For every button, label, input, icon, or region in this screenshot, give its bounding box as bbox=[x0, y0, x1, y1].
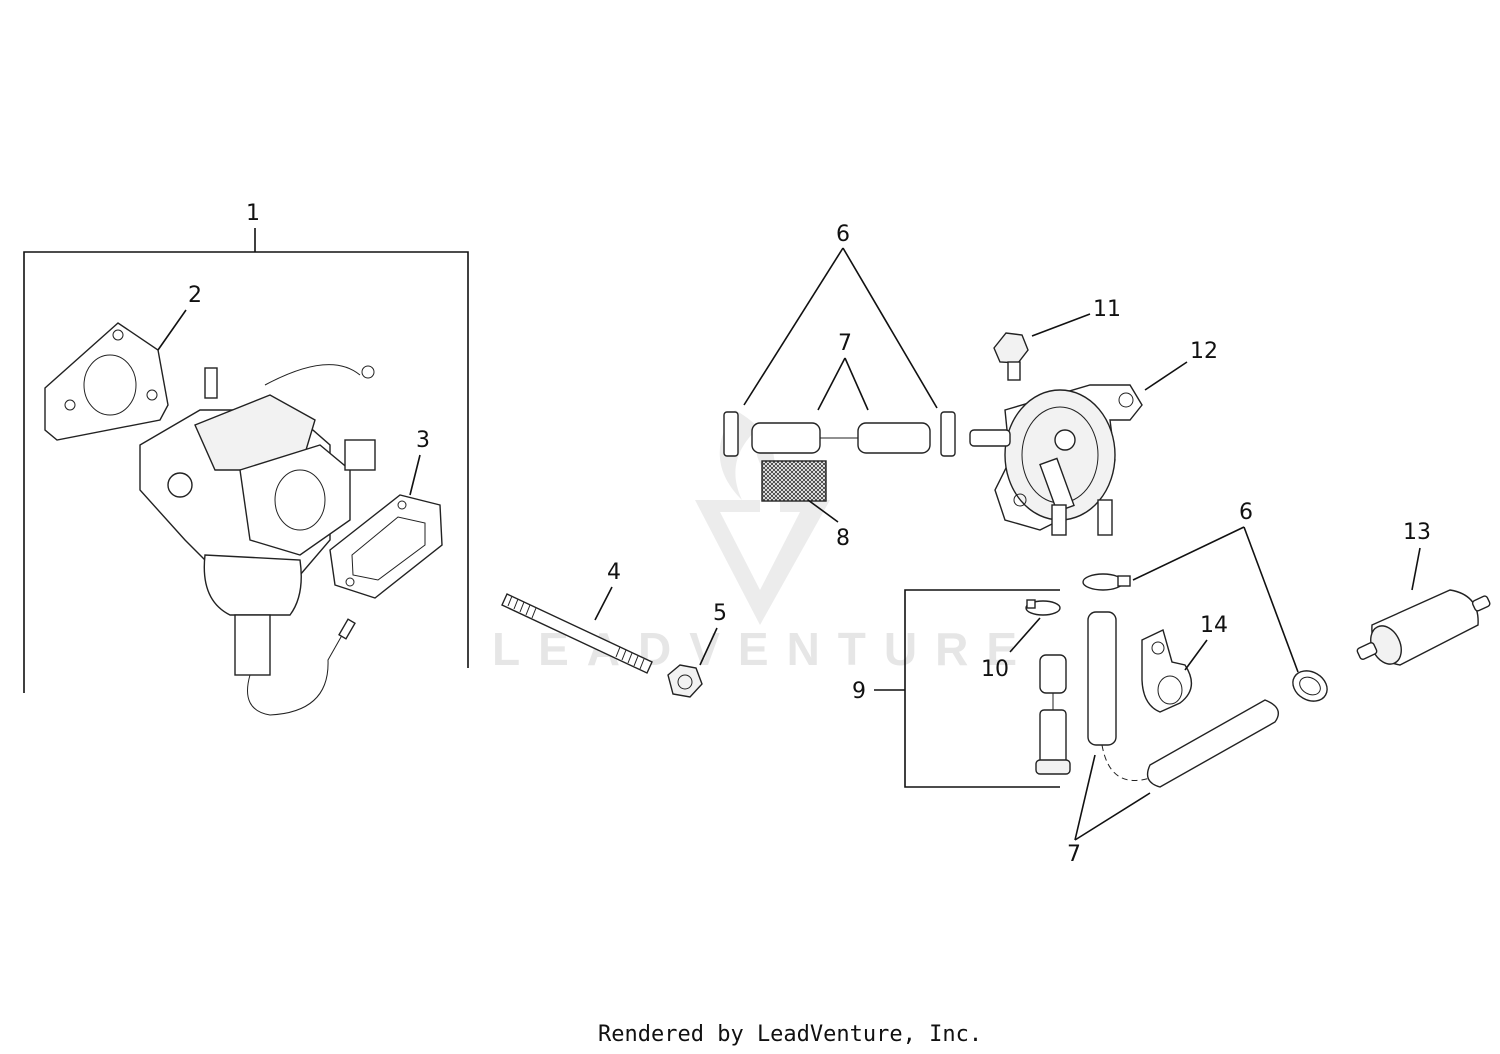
part-6-clamps-lower bbox=[1082, 573, 1328, 702]
part-12-fuel-pump bbox=[969, 384, 1143, 536]
callout-4: 4 bbox=[607, 560, 621, 585]
part-7-fuel-line-lower bbox=[1087, 611, 1279, 788]
callout-12: 12 bbox=[1190, 339, 1218, 364]
part-2-gasket bbox=[44, 322, 169, 441]
callout-7-lower: 7 bbox=[1067, 842, 1081, 867]
part-9-fuel-line-kit bbox=[904, 589, 1071, 788]
part-3-gasket bbox=[329, 494, 443, 599]
callout-1: 1 bbox=[246, 201, 260, 226]
callout-3: 3 bbox=[416, 428, 430, 453]
callout-6-upper: 6 bbox=[836, 222, 850, 247]
callout-5: 5 bbox=[713, 601, 727, 626]
callout-14: 14 bbox=[1200, 613, 1228, 638]
footer-credit: Rendered by LeadVenture, Inc. bbox=[598, 1022, 982, 1047]
part-7-fuel-line-upper bbox=[751, 422, 931, 454]
part-11-fitting bbox=[993, 332, 1029, 381]
part-6-clamps-upper bbox=[723, 411, 956, 457]
callout-7-upper: 7 bbox=[838, 331, 852, 356]
callout-10: 10 bbox=[981, 657, 1009, 682]
callout-6-lower: 6 bbox=[1239, 500, 1253, 525]
part-5-nut bbox=[667, 664, 703, 698]
part-8-screen bbox=[761, 460, 827, 502]
callout-9: 9 bbox=[852, 679, 866, 704]
part-13-fuel-filter bbox=[1356, 589, 1491, 666]
part-1-carburetor bbox=[139, 364, 376, 716]
callout-11: 11 bbox=[1093, 297, 1121, 322]
leader-lines bbox=[157, 247, 1421, 841]
callout-2: 2 bbox=[188, 283, 202, 308]
callout-8: 8 bbox=[836, 526, 850, 551]
callout-13: 13 bbox=[1403, 520, 1431, 545]
callouts: 1 2 3 4 5 6 7 8 11 12 6 13 14 10 9 7 bbox=[188, 201, 1431, 867]
bracket-kit-1 bbox=[23, 228, 469, 693]
part-14-clip bbox=[1141, 629, 1193, 713]
part-4-stud bbox=[501, 593, 653, 674]
